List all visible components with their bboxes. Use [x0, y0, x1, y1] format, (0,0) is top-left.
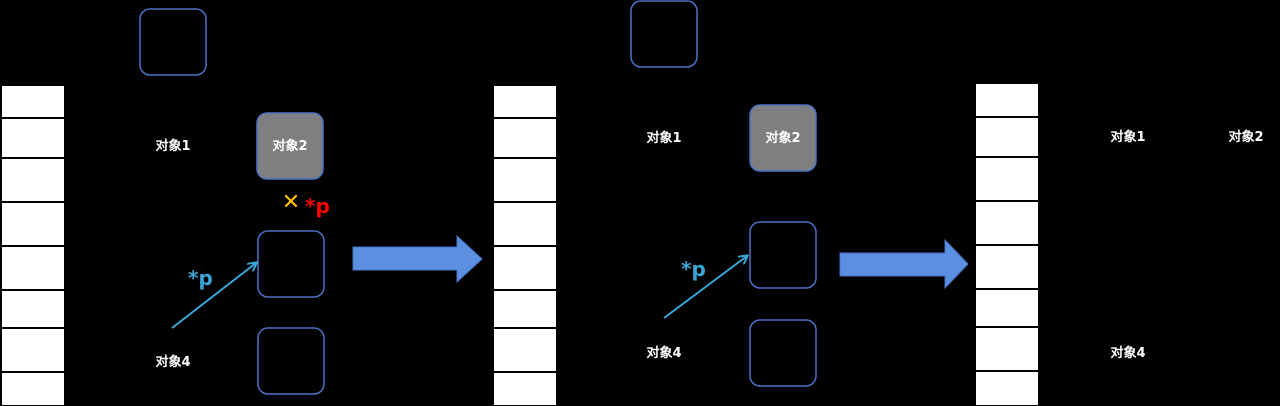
memory-cell [974, 326, 1040, 372]
object-1-label: 对象1 [155, 138, 190, 154]
object-1-label: 对象1 [646, 130, 681, 146]
memory-cell [974, 244, 1040, 290]
panel-1: 对象1 对象2 ✕ *p *p 对象4 [0, 8, 330, 406]
memory-column-3 [974, 82, 1040, 406]
memory-cell [492, 117, 558, 159]
memory-cell [974, 82, 1040, 118]
memory-cell [0, 84, 66, 119]
object-2-box [749, 104, 817, 172]
panel-3: 对象1 对象2 对象4 [974, 82, 1264, 406]
pointer-label: *p [188, 266, 213, 290]
object-box [630, 0, 698, 68]
object-box [749, 319, 817, 387]
object-2-label: 对象2 [272, 138, 307, 154]
memory-cell [974, 156, 1040, 202]
memory-cell [492, 371, 558, 406]
object-1-label: 对象1 [1110, 129, 1145, 145]
memory-column-1 [0, 84, 66, 406]
memory-cell [0, 327, 66, 373]
memory-cell [492, 245, 558, 291]
object-2-label: 对象2 [1228, 129, 1263, 145]
memory-cell [0, 117, 66, 159]
memory-cell [0, 289, 66, 329]
panel-2: 对象1 对象2 *p 对象4 [492, 0, 817, 406]
right-block-arrow [839, 238, 969, 290]
memory-cell [974, 200, 1040, 246]
pointer-arrow [171, 263, 256, 329]
memory-cell [492, 201, 558, 247]
memory-cell [0, 157, 66, 203]
object-2-box [256, 112, 324, 180]
memory-cell [492, 327, 558, 373]
object-4-label: 对象4 [1110, 345, 1145, 361]
right-block-arrow [352, 234, 483, 284]
cross-icon: ✕ [282, 190, 300, 215]
memory-cell [492, 157, 558, 203]
object-2-label: 对象2 [765, 130, 800, 146]
object-box [139, 8, 207, 76]
object-box [749, 221, 817, 289]
object-4-label: 对象4 [646, 345, 681, 361]
memory-cell [0, 371, 66, 406]
memory-cell [974, 288, 1040, 328]
memory-cell [974, 116, 1040, 158]
object-4-label: 对象4 [155, 354, 190, 370]
object-box [257, 230, 325, 298]
memory-cell [0, 201, 66, 247]
memory-cell [974, 370, 1040, 406]
pointer-label: *p [681, 257, 706, 281]
memory-cell [0, 245, 66, 291]
pointer-arrow [663, 256, 747, 319]
memory-cell [492, 84, 558, 119]
dangling-pointer-label: *p [305, 194, 330, 218]
object-box [257, 327, 325, 395]
memory-cell [492, 289, 558, 329]
memory-column-2 [492, 84, 558, 406]
